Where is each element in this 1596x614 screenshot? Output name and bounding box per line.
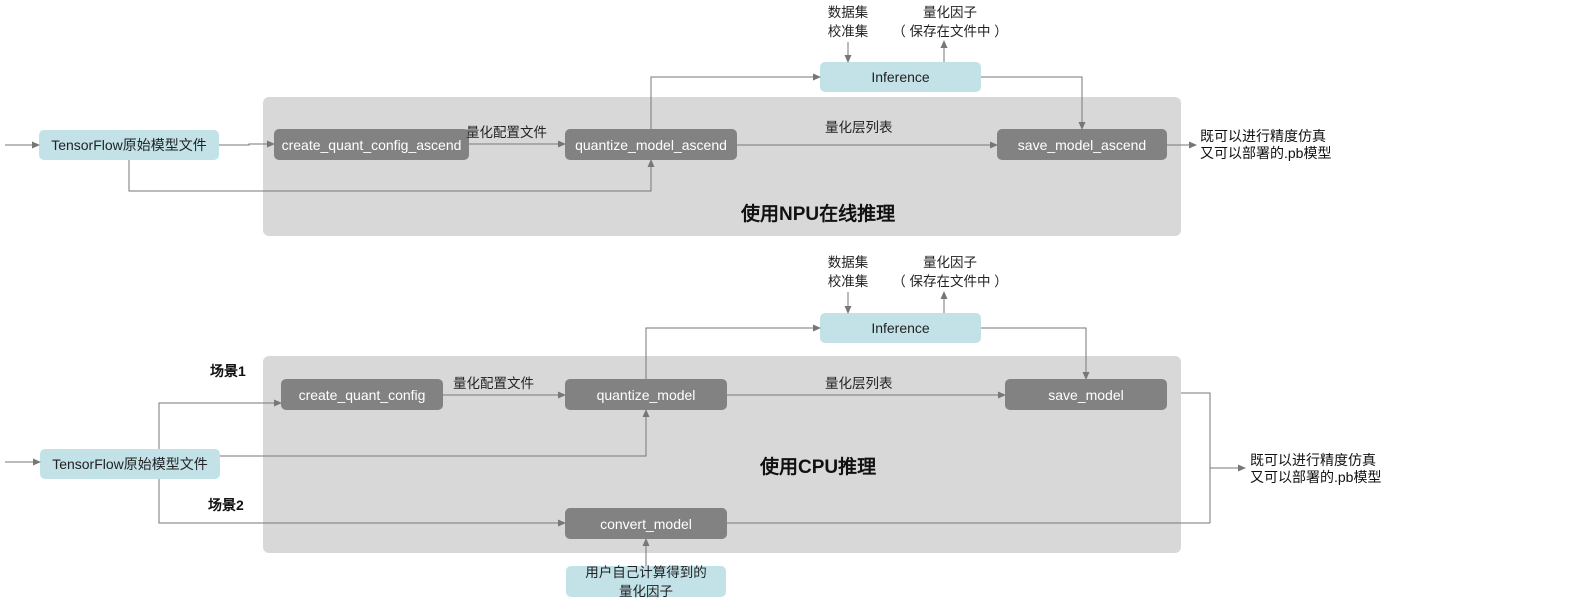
npu-output-line2: 又可以部署的.pb模型 (1200, 145, 1332, 161)
npu-create-quant-config-node[interactable]: create_quant_config_ascend (274, 129, 469, 160)
cpu-inference-to-save-arrow (981, 327, 1090, 380)
cpu-panel-title: 使用CPU推理 (760, 457, 877, 478)
cpu-tf-to-quantize-arrow (220, 409, 650, 457)
cpu-quantize-model-node[interactable]: quantize_model (565, 379, 727, 410)
cpu-quantize-to-inference-arrow (645, 324, 821, 379)
cpu-inference-node[interactable]: Inference (820, 313, 981, 343)
cpu-save-model-node[interactable]: save_model (1005, 379, 1167, 410)
npu-layer-list-label: 量化层列表 (825, 120, 893, 135)
npu-dataset-label: 数据集 校准集 (818, 3, 878, 41)
scene1-label: 场景1 (210, 363, 246, 379)
npu-tf-model-node[interactable]: TensorFlow原始模型文件 (39, 130, 219, 160)
cpu-convert-model-node[interactable]: convert_model (565, 508, 727, 539)
npu-output-note: 既可以进行精度仿真 又可以部署的.pb模型 (1200, 128, 1331, 162)
cpu-create-quant-config-node[interactable]: create_quant_config (281, 379, 443, 410)
npu-save-model-node[interactable]: save_model_ascend (997, 129, 1167, 160)
cpu-factor-line1: 量化因子 (923, 255, 977, 270)
npu-dataset-line1: 数据集 (827, 5, 869, 20)
cpu-output-note: 既可以进行精度仿真 又可以部署的.pb模型 (1250, 452, 1381, 486)
cpu-layer-list-label: 量化层列表 (825, 376, 893, 391)
cpu-dataset-label: 数据集 校准集 (818, 253, 878, 291)
cpu-tf-to-convert-arrow (158, 479, 566, 527)
cpu-tf-model-node[interactable]: TensorFlow原始模型文件 (40, 449, 220, 479)
cpu-factor-line2: （ 保存在文件中 ） (892, 274, 1008, 289)
cpu-tf-to-create-arrow (158, 399, 282, 449)
npu-quantize-to-inference-arrow (650, 73, 821, 129)
npu-dataset-line2: 校准集 (827, 24, 869, 39)
cpu-dataset-line2: 校准集 (827, 274, 869, 289)
scene2-label: 场景2 (208, 497, 244, 513)
cpu-factor-label: 量化因子 （ 保存在文件中 ） (890, 253, 1010, 291)
cpu-save-to-junction-line (1181, 392, 1211, 523)
npu-output-line1: 既可以进行精度仿真 (1200, 128, 1326, 144)
npu-panel-title: 使用NPU在线推理 (741, 204, 896, 225)
user-factor-line2: 量化因子 (619, 583, 673, 599)
cpu-dataset-line1: 数据集 (827, 255, 869, 270)
npu-config-file-label: 量化配置文件 (466, 125, 547, 140)
npu-inference-node[interactable]: Inference (820, 62, 981, 92)
cpu-output-line2: 又可以部署的.pb模型 (1250, 469, 1382, 485)
user-factor-line1: 用户自己计算得到的 (585, 564, 707, 580)
npu-tf-to-quantize-arrow (128, 159, 655, 192)
cpu-output-line1: 既可以进行精度仿真 (1250, 452, 1376, 468)
npu-inference-to-save-arrow (981, 76, 1086, 130)
npu-factor-line2: （ 保存在文件中 ） (892, 24, 1008, 39)
npu-factor-label: 量化因子 （ 保存在文件中 ） (890, 3, 1010, 41)
user-factor-node[interactable]: 用户自己计算得到的 量化因子 (566, 564, 726, 599)
npu-panel (263, 97, 1181, 236)
npu-factor-line1: 量化因子 (923, 5, 977, 20)
cpu-config-file-label: 量化配置文件 (453, 376, 534, 391)
npu-quantize-model-node[interactable]: quantize_model_ascend (565, 129, 737, 160)
npu-tf-to-create-arrow (219, 140, 275, 148)
